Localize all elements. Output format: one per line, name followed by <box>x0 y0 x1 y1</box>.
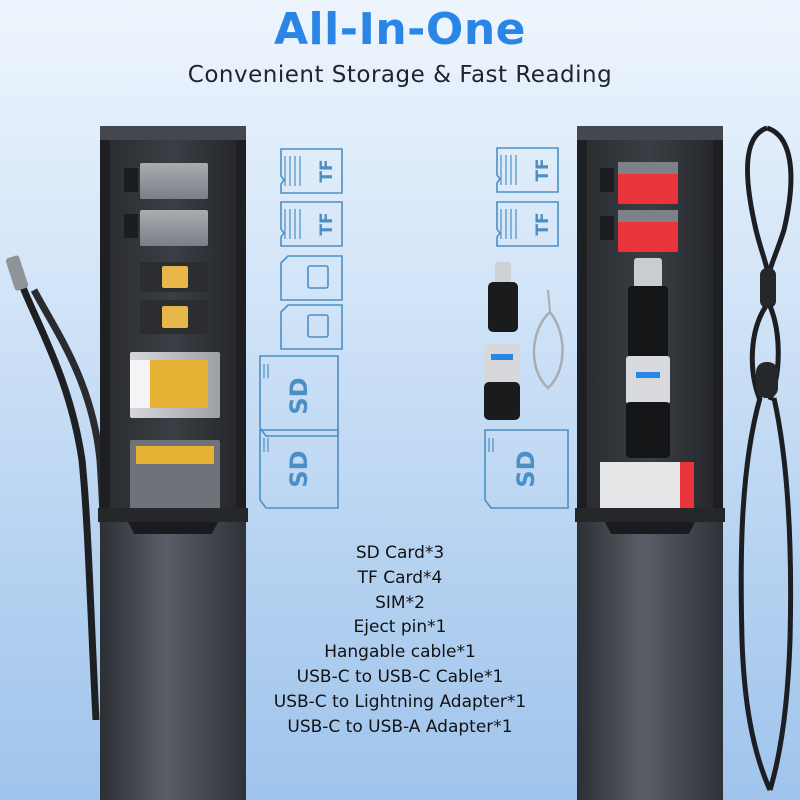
lanyard-slider <box>760 268 776 308</box>
right-case <box>575 126 725 800</box>
tf-icon-label: TF <box>317 159 337 182</box>
tf-card-icon <box>496 147 559 193</box>
tf-card <box>618 170 678 204</box>
tf-icon-label: TF <box>533 212 553 235</box>
usb-c-plug <box>5 255 29 291</box>
list-item: TF Card*4 <box>357 567 443 588</box>
lightning-connector <box>634 258 662 288</box>
sub-headline: Convenient Storage & Fast Reading <box>187 62 613 88</box>
case-body <box>577 513 723 800</box>
sim-chip <box>162 266 188 288</box>
sim-card-icon <box>280 304 343 350</box>
tf-card <box>618 218 678 252</box>
tf-icon-label: TF <box>533 158 553 181</box>
sd-card-icon <box>259 429 339 509</box>
list-item: Eject pin*1 <box>353 617 447 638</box>
tf-card <box>140 163 208 199</box>
tf-card <box>140 210 208 246</box>
lanyard-slider <box>756 362 778 398</box>
list-item: SD Card*3 <box>355 543 445 563</box>
lanyard-strap <box>738 125 794 792</box>
tf-card-icon <box>280 201 343 247</box>
case-body <box>100 513 246 800</box>
tf-card-icon <box>496 201 559 247</box>
sim-card-icon <box>280 255 343 301</box>
sd-icon-label: SD <box>285 377 313 414</box>
usb-c-to-usb-a-adapter <box>484 344 520 420</box>
sim-chip <box>162 306 188 328</box>
package-contents-list: SD Card*3 TF Card*4 SIM*2 Eject pin*1 Ha… <box>0 541 800 739</box>
tf-icon-label: TF <box>317 212 337 235</box>
tf-card-icon <box>280 148 343 194</box>
list-item: SIM*2 <box>375 592 425 613</box>
left-case <box>5 126 248 800</box>
sd-card-icon <box>484 429 569 509</box>
eject-pin <box>532 289 564 390</box>
sd-icon-label: SD <box>285 450 313 487</box>
usb-c-to-lightning-adapter <box>488 262 518 332</box>
sd-card-icon <box>259 355 339 437</box>
card-icons <box>259 147 569 509</box>
list-item: USB-C to USB-C Cable*1 <box>296 666 504 687</box>
list-item: USB-C to Lightning Adapter*1 <box>273 691 527 712</box>
usb-a-connector <box>626 356 670 404</box>
usb-c-cable <box>18 283 100 721</box>
headline: All-In-One <box>273 4 526 55</box>
sd-icon-label: SD <box>512 450 540 487</box>
list-item: USB-C to USB-A Adapter*1 <box>287 716 513 737</box>
list-item: Hangable cable*1 <box>324 642 476 663</box>
